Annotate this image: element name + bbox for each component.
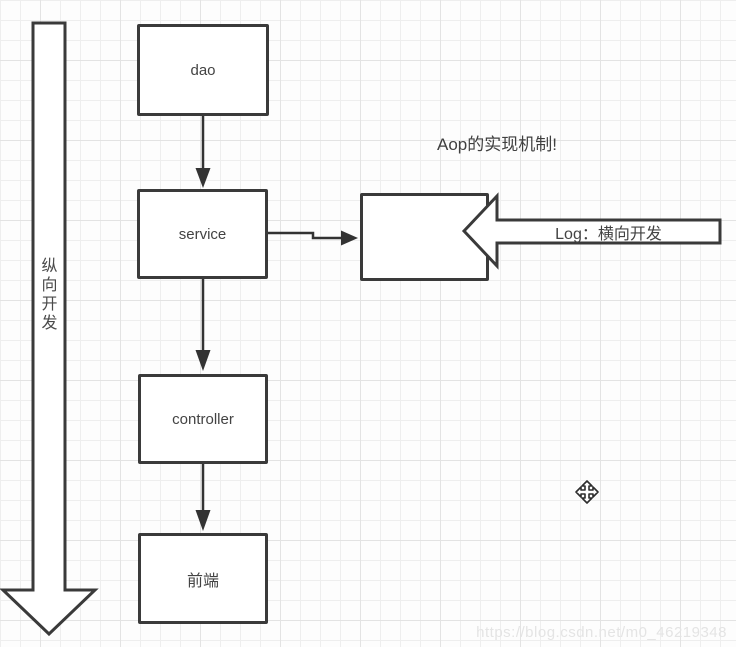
- node-dao-label: dao: [190, 61, 216, 79]
- log-block-arrow[interactable]: [461, 192, 722, 270]
- node-dao[interactable]: dao: [137, 24, 269, 116]
- node-controller[interactable]: controller: [138, 374, 268, 464]
- node-frontend-label: 前端: [186, 572, 219, 590]
- aop-note-text[interactable]: Aop的实现机制!: [437, 135, 557, 154]
- move-cursor-icon: [575, 480, 599, 504]
- vertical-dev-arrow-label: 纵向开发: [41, 258, 58, 332]
- node-service-label: service: [178, 225, 227, 243]
- connector-service-to-aop-target[interactable]: [268, 230, 358, 246]
- node-frontend[interactable]: 前端: [138, 533, 268, 624]
- connector-service-to-controller[interactable]: [195, 279, 211, 371]
- node-service[interactable]: service: [137, 189, 268, 279]
- node-controller-label: controller: [172, 410, 234, 428]
- connector-dao-to-service[interactable]: [195, 116, 211, 188]
- watermark-text: https://blog.csdn.net/m0_46219348: [476, 624, 727, 641]
- log-arrow-label: Log：横向开发: [555, 225, 662, 243]
- vertical-dev-block-arrow[interactable]: [0, 21, 99, 637]
- node-aop-target[interactable]: [360, 193, 489, 281]
- connector-controller-to-frontend[interactable]: [195, 464, 211, 531]
